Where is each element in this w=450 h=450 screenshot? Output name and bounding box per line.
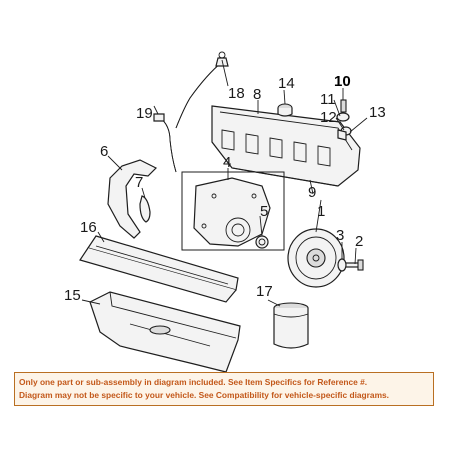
timing-cover-gasket xyxy=(107,159,158,239)
oil-filter xyxy=(273,302,309,349)
callout-16: 16 xyxy=(80,219,97,236)
disclaimer-line-1: Only one part or sub-assembly in diagram… xyxy=(19,377,368,387)
callout-4: 4 xyxy=(223,154,231,171)
callout-10: 10 xyxy=(334,73,351,90)
callout-13: 13 xyxy=(369,104,386,121)
harmonic-balancer xyxy=(287,228,345,288)
balancer-washer xyxy=(337,258,347,272)
oil-seal xyxy=(139,195,151,223)
callout-1: 1 xyxy=(317,203,325,220)
callout-9: 9 xyxy=(308,184,316,201)
front-seal xyxy=(255,235,269,249)
callout-5: 5 xyxy=(260,203,268,220)
dipstick xyxy=(153,113,177,173)
callout-8: 8 xyxy=(253,86,261,103)
callout-15: 15 xyxy=(64,287,81,304)
callout-2: 2 xyxy=(355,233,363,250)
oil-filler-cap xyxy=(277,103,293,117)
leader-lines xyxy=(81,59,368,307)
valve-cover xyxy=(211,105,361,187)
disclaimer-line-2: Diagram may not be specific to your vehi… xyxy=(19,390,390,400)
callout-6: 6 xyxy=(100,143,108,160)
callout-17: 17 xyxy=(256,283,273,300)
callout-14: 14 xyxy=(278,75,295,92)
balancer-bolt xyxy=(343,259,364,271)
oil-pan-gasket xyxy=(79,235,239,303)
callout-11: 11 xyxy=(320,91,336,108)
callout-3: 3 xyxy=(336,227,344,244)
timing-cover xyxy=(181,171,285,251)
callout-12: 12 xyxy=(320,109,337,126)
pcv-valve-assembly xyxy=(336,99,352,141)
oil-pan xyxy=(89,291,241,373)
callout-18: 18 xyxy=(228,85,245,102)
disclaimer-box: Only one part or sub-assembly in diagram… xyxy=(14,372,434,406)
callout-19: 19 xyxy=(136,105,153,122)
callout-labels: 1 2 3 4 5 6 7 8 9 10 11 12 13 14 15 16 1… xyxy=(64,73,386,304)
callout-7: 7 xyxy=(135,174,143,191)
